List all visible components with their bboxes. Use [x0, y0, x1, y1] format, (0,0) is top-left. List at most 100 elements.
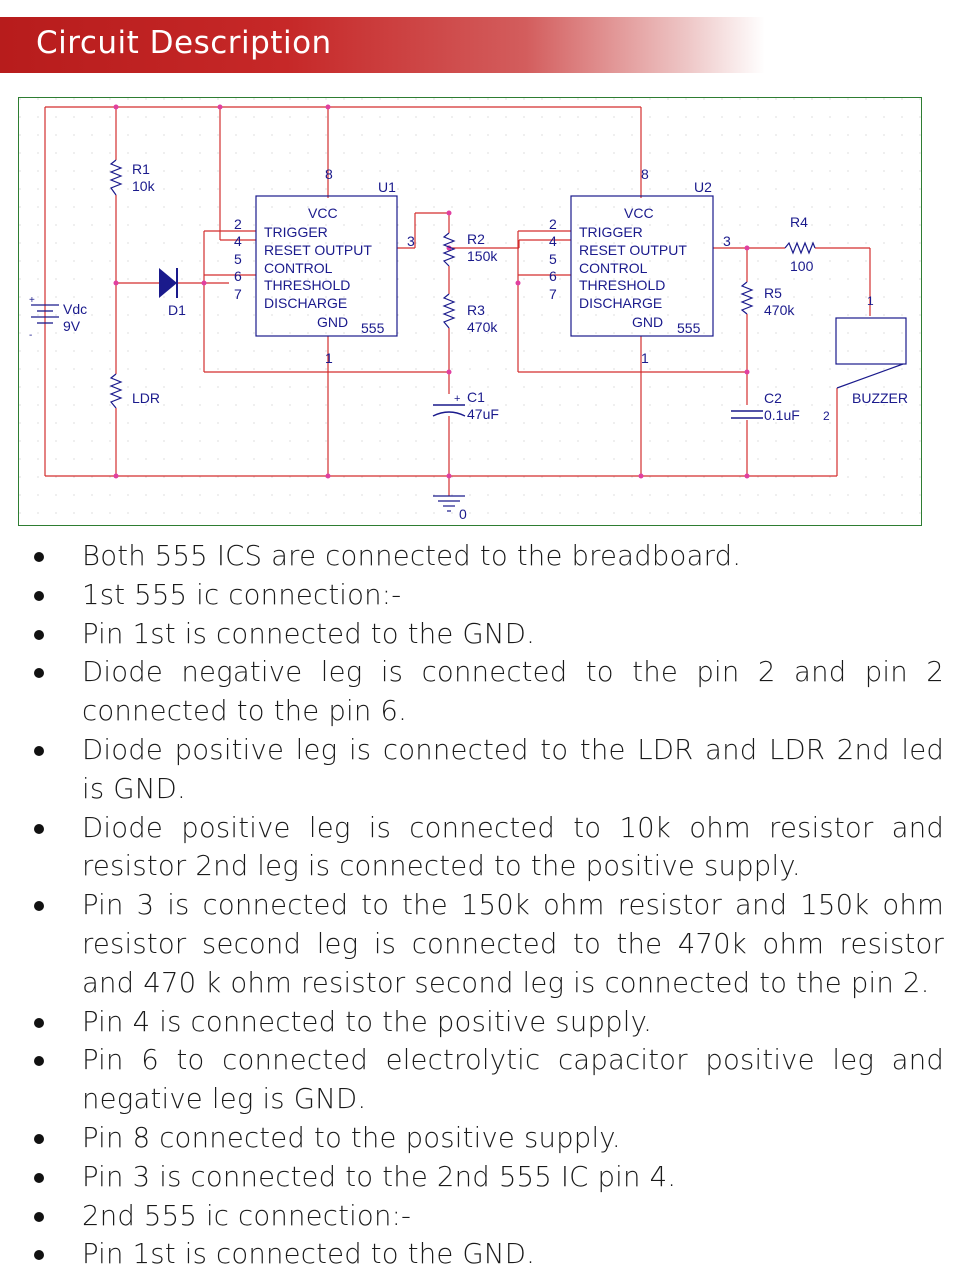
- bullet-icon: [34, 1250, 44, 1261]
- u1-pin3: 3: [407, 233, 415, 249]
- component-labels: R1 10k Vdc 9V + - D1 LDR U1 8 1 VCC TRIG…: [29, 161, 908, 522]
- u1-pin4: 4: [234, 233, 242, 249]
- bullet-icon: [34, 1211, 44, 1222]
- u2-pin4: 4: [549, 233, 557, 249]
- c1-plus: +: [454, 393, 460, 405]
- c1-name: C1: [467, 389, 485, 405]
- grid-background: [19, 98, 921, 525]
- u2-vcc: VCC: [624, 205, 654, 221]
- list-item: Diode negative leg is connected to the p…: [28, 653, 944, 731]
- vdc-plus: +: [29, 295, 35, 306]
- list-item-text: Both 555 ICS are connected to the breadb…: [82, 540, 742, 572]
- u1-pin8: 8: [325, 166, 333, 182]
- u2-name: U2: [694, 179, 712, 195]
- bullet-icon: [34, 668, 44, 679]
- list-item-text: Pin 3 is connected to the 150k ohm resis…: [82, 889, 944, 999]
- u1-pin6: 6: [234, 268, 242, 284]
- u2-discharge: DISCHARGE: [579, 295, 662, 311]
- list-item-text: Pin 6 to connected electrolytic capacito…: [82, 1044, 944, 1116]
- list-item: 1st 555 ic connection:-: [28, 576, 944, 615]
- u2-pin5: 5: [549, 251, 557, 267]
- u1-name: U1: [378, 179, 396, 195]
- wires: [44, 106, 871, 496]
- bullet-icon: [34, 1172, 44, 1183]
- c2-capacitor-icon: [731, 410, 763, 419]
- r3-name: R3: [467, 302, 485, 318]
- list-item: Pin 6 to connected electrolytic capacito…: [28, 1041, 944, 1119]
- u1-pin5: 5: [234, 251, 242, 267]
- r4-value: 100: [790, 258, 814, 274]
- u2-pin7: 7: [549, 286, 557, 302]
- u1-threshold: THRESHOLD: [264, 277, 350, 293]
- ground-label: 0: [459, 506, 467, 522]
- r2-name: R2: [467, 231, 485, 247]
- c2-name: C2: [764, 390, 782, 406]
- r4-resistor-icon: [784, 241, 816, 255]
- c1-capacitor-icon: [432, 404, 466, 417]
- bullet-icon: [34, 1056, 44, 1067]
- list-item-text: Pin 4 is connected to the positive suppl…: [82, 1005, 653, 1038]
- u1-trigger: TRIGGER: [264, 224, 328, 240]
- list-item-text: Pin 1st is connected to the GND.: [82, 617, 536, 650]
- u2-control: CONTROL: [579, 260, 648, 276]
- section-title: Circuit Description: [36, 25, 332, 61]
- list-item-text: 1st 555 ic connection:-: [82, 578, 402, 611]
- bullet-icon: [34, 629, 44, 640]
- diode-icon: [159, 268, 178, 298]
- vdc-name: Vdc: [63, 301, 87, 317]
- u2-ic-box: [570, 195, 714, 337]
- battery-icon: [31, 304, 59, 324]
- list-item: Diode positive leg is connected to 10k o…: [28, 809, 944, 887]
- u1-type: 555: [361, 320, 385, 336]
- u2-pin1: 1: [641, 350, 649, 366]
- u2-threshold: THRESHOLD: [579, 277, 665, 293]
- c1-value: 47uF: [467, 406, 499, 422]
- description-list: Both 555 ICS are connected to the breadb…: [28, 537, 944, 1274]
- list-item-text: Pin 1st is connected to the GND.: [82, 1238, 536, 1271]
- u1-reset-output: RESET OUTPUT: [264, 242, 372, 258]
- list-item-text: Diode positive leg is connected to 10k o…: [82, 811, 944, 883]
- u1-gnd: GND: [317, 314, 348, 330]
- bullet-icon: [34, 823, 44, 834]
- list-item: 2nd 555 ic connection:-: [28, 1197, 944, 1236]
- list-item: Pin 4 is connected to the positive suppl…: [28, 1003, 944, 1042]
- u1-control: CONTROL: [264, 260, 333, 276]
- buzzer-pin2: 2: [823, 409, 830, 423]
- list-item: Pin 3 is connected to the 150k ohm resis…: [28, 886, 944, 1002]
- u1-pin2: 2: [234, 216, 242, 232]
- r1-resistor-icon: [109, 159, 123, 196]
- r5-name: R5: [764, 285, 782, 301]
- list-item: Diode positive leg is connected to the L…: [28, 731, 944, 809]
- resistor-symbols: [109, 159, 816, 409]
- buzzer-name: BUZZER: [852, 390, 908, 406]
- u1-ic-box: [255, 195, 398, 337]
- r1-name: R1: [132, 161, 150, 177]
- u2-pin3: 3: [723, 233, 731, 249]
- list-item: Pin 1st is connected to the GND.: [28, 615, 944, 654]
- u2-reset-output: RESET OUTPUT: [579, 242, 687, 258]
- r4-name: R4: [790, 214, 808, 230]
- bullet-icon: [34, 1133, 44, 1144]
- schematic-svg: R1 10k Vdc 9V + - D1 LDR U1 8 1 VCC TRIG…: [19, 98, 921, 525]
- r1-value: 10k: [132, 178, 156, 194]
- bullet-icon: [34, 745, 44, 756]
- list-item: Pin 8 connected to the positive supply.: [28, 1119, 944, 1158]
- u1-pin1: 1: [325, 350, 333, 366]
- list-item-text: Pin 3 is connected to the 2nd 555 IC pin…: [82, 1160, 677, 1193]
- list-item-text: Diode positive leg is connected to the L…: [82, 733, 944, 805]
- ldr-name: LDR: [132, 390, 160, 406]
- junctions: [113, 104, 750, 479]
- bullet-icon: [34, 901, 44, 912]
- bullet-icon: [34, 1017, 44, 1028]
- list-item: Both 555 ICS are connected to the breadb…: [28, 537, 944, 576]
- buzzer-pin1: 1: [867, 294, 874, 308]
- bullet-icon: [34, 590, 44, 601]
- r2-value: 150k: [467, 248, 498, 264]
- d1-name: D1: [168, 302, 186, 318]
- list-item-text: Pin 8 connected to the positive supply.: [82, 1121, 621, 1154]
- r3-resistor-icon: [442, 293, 456, 329]
- u2-trigger: TRIGGER: [579, 224, 643, 240]
- list-item-text: Diode negative leg is connected to the p…: [82, 656, 944, 728]
- r2-resistor-icon: [442, 232, 456, 267]
- u2-pin8: 8: [641, 166, 649, 182]
